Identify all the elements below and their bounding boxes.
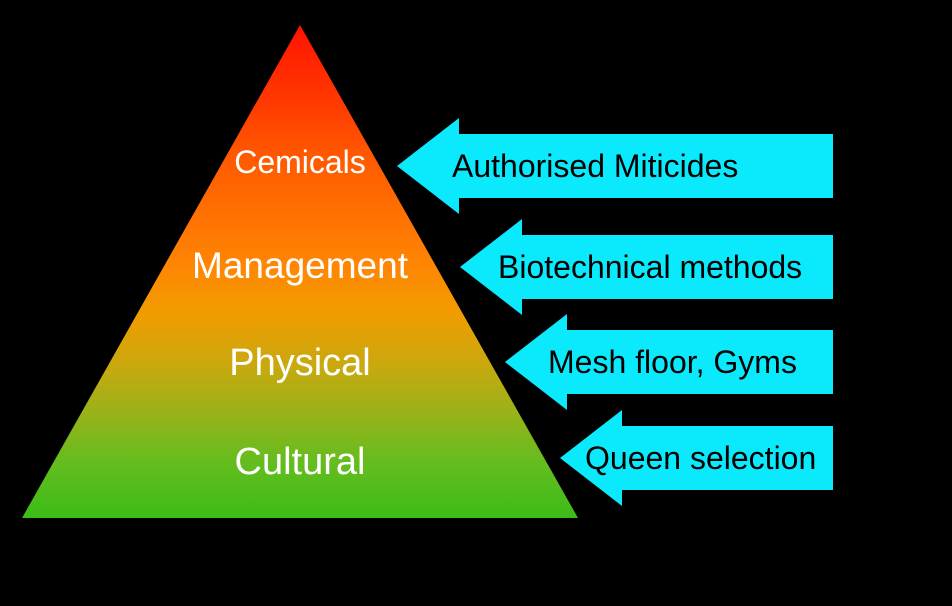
arrow-label-mesh-floor-gyms: Mesh floor, Gyms (548, 343, 797, 380)
left-arrow-mesh-floor-gyms: Mesh floor, Gyms (505, 314, 833, 410)
arrow-label-biotechnical-methods: Biotechnical methods (498, 248, 803, 285)
left-arrow-biotechnical-methods: Biotechnical methods (460, 219, 833, 315)
pyramid-level-physical: Physical (229, 342, 371, 384)
left-arrow-queen-selection: Queen selection (560, 410, 833, 506)
pyramid-level-management: Management (192, 245, 408, 286)
pyramid-level-cultural: Cultural (234, 441, 366, 483)
pyramid-level-chemicals: Cemicals (234, 144, 366, 180)
left-arrow-authorised-miticides: Authorised Miticides (397, 118, 833, 214)
arrow-label-authorised-miticides: Authorised Miticides (452, 147, 739, 184)
arrow-label-queen-selection: Queen selection (585, 439, 817, 476)
